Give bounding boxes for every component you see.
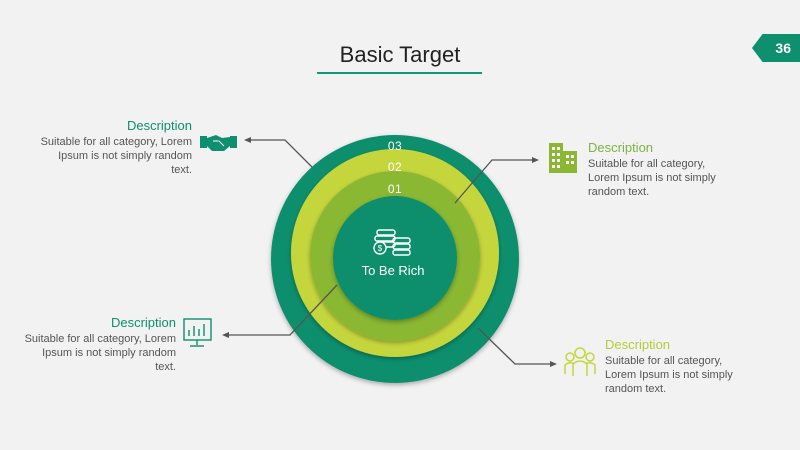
chart-monitor-icon <box>183 318 212 347</box>
ring-center <box>333 196 457 320</box>
slide-title: Basic Target <box>339 42 461 67</box>
arrowhead-building <box>532 157 539 163</box>
ring-01-label: 01 <box>387 182 403 196</box>
description-text: Suitable for all category, Lorem Ipsum i… <box>40 136 192 176</box>
connector-building <box>454 159 535 204</box>
connector-handshake <box>248 139 313 168</box>
people-group-icon <box>564 347 596 376</box>
description-text: Suitable for all category, Lorem Ipsum i… <box>24 333 176 373</box>
description-block-building: Description Suitable for all category, L… <box>588 140 738 199</box>
description-heading: Description <box>126 118 192 133</box>
center-label: To Be Rich <box>361 263 425 278</box>
ring-02-label: 02 <box>387 160 403 174</box>
coins-icon: $ <box>373 229 411 256</box>
connector-people <box>477 327 553 365</box>
handshake-icon <box>200 135 237 151</box>
description-block-handshake: Description Suitable for all category, L… <box>40 118 192 177</box>
description-block-people: Description Suitable for all category, L… <box>605 337 755 396</box>
building-icon <box>549 143 577 173</box>
ring-03-label: 03 <box>387 139 403 153</box>
arrowhead-people <box>550 361 557 367</box>
description-text: Suitable for all category, Lorem Ipsum i… <box>605 355 733 395</box>
connector-chart <box>226 284 338 336</box>
description-heading: Description <box>110 315 176 330</box>
description-block-chart: Description Suitable for all category, L… <box>24 315 176 374</box>
title-underline <box>317 72 482 74</box>
svg-text:$: $ <box>378 244 383 253</box>
arrowhead-chart <box>222 332 229 338</box>
page-number-badge: 36 <box>752 34 800 62</box>
page-number: 36 <box>775 40 791 56</box>
description-text: Suitable for all category, Lorem Ipsum i… <box>588 158 716 198</box>
description-heading: Description <box>588 140 654 155</box>
description-heading: Description <box>605 337 671 352</box>
arrowhead-handshake <box>244 137 251 143</box>
